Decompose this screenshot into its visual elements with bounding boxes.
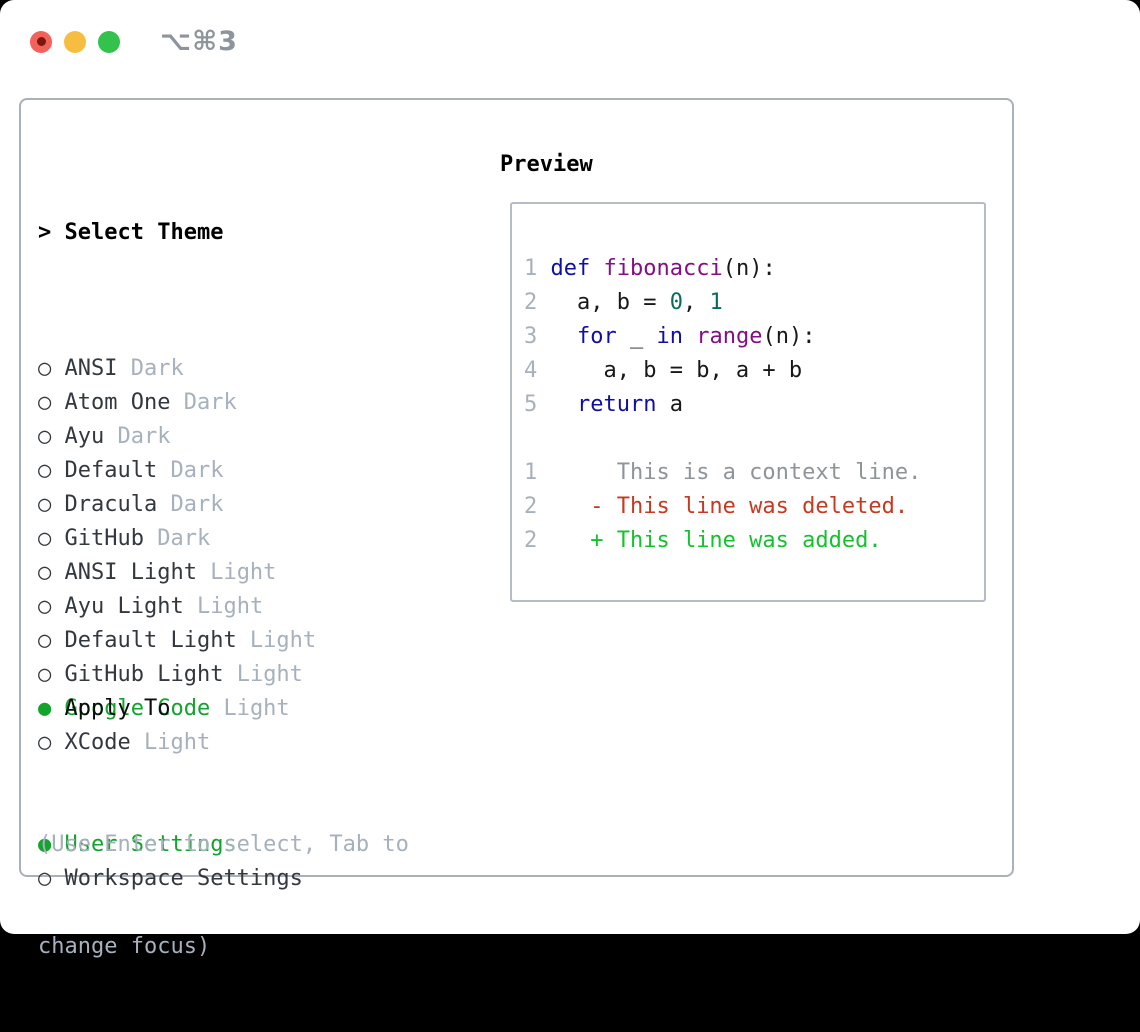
radio-unselected-icon: ○: [38, 866, 65, 891]
radio-selected-icon: ●: [38, 696, 65, 721]
line-number: 1: [524, 460, 538, 485]
theme-option[interactable]: ○ GitHub Dark: [38, 522, 316, 556]
theme-name: Google Code: [64, 696, 211, 721]
preview-box: 1 def fibonacci(n): 2 a, b = 0, 1 3 for _ …: [510, 202, 986, 602]
theme-variant: Light: [210, 696, 290, 721]
theme-option[interactable]: ○ Dracula Dark: [38, 488, 316, 522]
line-number: 5: [524, 392, 551, 417]
theme-list: > Select Theme ○ ANSI Dark○ Atom One Dar…: [38, 148, 316, 760]
select-theme-label: Select Theme: [64, 220, 224, 245]
theme-variant: Dark: [157, 458, 224, 483]
apply-option-label: User Settings: [64, 832, 237, 857]
theme-variant: Light: [223, 662, 303, 687]
theme-variant: Light: [236, 628, 317, 653]
minimize-button[interactable]: [64, 30, 86, 53]
radio-unselected-icon: ○: [38, 356, 65, 381]
apply-option-label: Workspace Settings: [64, 866, 303, 891]
code-block: 1 def fibonacci(n): 2 a, b = 0, 1 3 for _ …: [524, 252, 921, 558]
diff-text: This is a context line.: [537, 460, 922, 485]
theme-name: XCode: [64, 730, 131, 755]
line-number: 2: [524, 494, 538, 519]
code-line: 2 a, b = 0, 1: [524, 290, 723, 315]
code-line: 4 a, b = b, a + b: [524, 358, 803, 383]
theme-name: Ayu: [64, 424, 105, 449]
diff-line-added: 2 + This line was added.: [524, 524, 921, 558]
theme-name: Dracula: [64, 492, 158, 517]
theme-variant: Dark: [143, 526, 211, 551]
theme-option[interactable]: ○ GitHub Light Light: [38, 658, 316, 692]
hint-line-2: change focus): [38, 934, 211, 959]
zoom-button[interactable]: [98, 30, 120, 53]
theme-name: GitHub: [64, 526, 144, 551]
theme-option[interactable]: ○ Atom One Dark: [38, 386, 316, 420]
radio-unselected-icon: ○: [38, 594, 65, 619]
theme-option[interactable]: ○ Default Light Light: [38, 624, 316, 658]
hint-text: (Use Enter to select, Tab to change focu…: [38, 760, 409, 1032]
apply-option[interactable]: ○ Workspace Settings: [38, 862, 303, 896]
line-number: 4: [524, 358, 551, 383]
titlebar: ⌥⌘3: [30, 26, 238, 57]
theme-name: Atom One: [64, 390, 171, 415]
theme-variant: Light: [196, 560, 277, 585]
theme-name: GitHub Light: [64, 662, 224, 687]
theme-option[interactable]: ● Google Code Light: [38, 692, 316, 726]
line-number: 2: [524, 528, 538, 553]
theme-option[interactable]: ○ ANSI Light Light: [38, 556, 316, 590]
theme-option[interactable]: ○ Default Dark: [38, 454, 316, 488]
diff-line-deleted: 2 - This line was deleted.: [524, 490, 921, 524]
radio-unselected-icon: ○: [38, 526, 65, 551]
hint-line-1: (Use Enter to select, Tab to: [38, 832, 409, 857]
blank-line: [524, 422, 921, 456]
line-number: 3: [524, 324, 551, 349]
close-button[interactable]: [30, 30, 52, 53]
theme-variant: Dark: [157, 492, 224, 517]
code-line: 3 for _ in range(n):: [524, 324, 816, 349]
theme-variant: Light: [130, 730, 211, 755]
line-number: 2: [524, 290, 551, 315]
apply-to-label: Apply To: [64, 696, 171, 721]
theme-option[interactable]: ○ Ayu Light Light: [38, 590, 316, 624]
code-line: 1 def fibonacci(n):: [524, 256, 776, 281]
theme-variant: Dark: [104, 424, 171, 449]
theme-name: ANSI Light: [64, 560, 197, 585]
theme-variant: Light: [183, 594, 264, 619]
app-window: ⌥⌘3 > Select Theme ○ ANSI Dark○ Atom One…: [0, 0, 1140, 959]
diff-line-context: 1 This is a context line.: [524, 456, 921, 490]
apply-to-section: Apply To ● User Settings○ Workspace Sett…: [38, 624, 303, 896]
theme-variant: Dark: [170, 390, 237, 415]
theme-name: Ayu Light: [64, 594, 184, 619]
radio-unselected-icon: ○: [38, 560, 65, 585]
radio-unselected-icon: ○: [38, 458, 65, 483]
diff-text: + This line was added.: [537, 528, 882, 553]
radio-unselected-icon: ○: [38, 662, 65, 687]
theme-name: Default Light: [64, 628, 237, 653]
line-number: 1: [524, 256, 551, 281]
radio-unselected-icon: ○: [38, 424, 65, 449]
theme-option[interactable]: ○ XCode Light: [38, 726, 316, 760]
radio-unselected-icon: ○: [38, 492, 65, 517]
theme-name: ANSI: [64, 356, 118, 381]
selection-cursor-icon: >: [38, 220, 65, 245]
select-theme-header: > Select Theme: [38, 216, 316, 250]
theme-name: Default: [64, 458, 158, 483]
code-line: 5 return a: [524, 392, 683, 417]
theme-option[interactable]: ○ Ayu Dark: [38, 420, 316, 454]
radio-unselected-icon: ○: [38, 730, 65, 755]
radio-selected-icon: ●: [38, 832, 65, 857]
diff-text: - This line was deleted.: [537, 494, 909, 519]
radio-unselected-icon: ○: [38, 390, 65, 415]
theme-variant: Dark: [117, 356, 184, 381]
apply-option[interactable]: ● User Settings: [38, 828, 303, 862]
window-title: ⌥⌘3: [160, 26, 238, 57]
theme-option[interactable]: ○ ANSI Dark: [38, 352, 316, 386]
radio-unselected-icon: ○: [38, 628, 65, 653]
preview-title: Preview: [500, 152, 593, 177]
